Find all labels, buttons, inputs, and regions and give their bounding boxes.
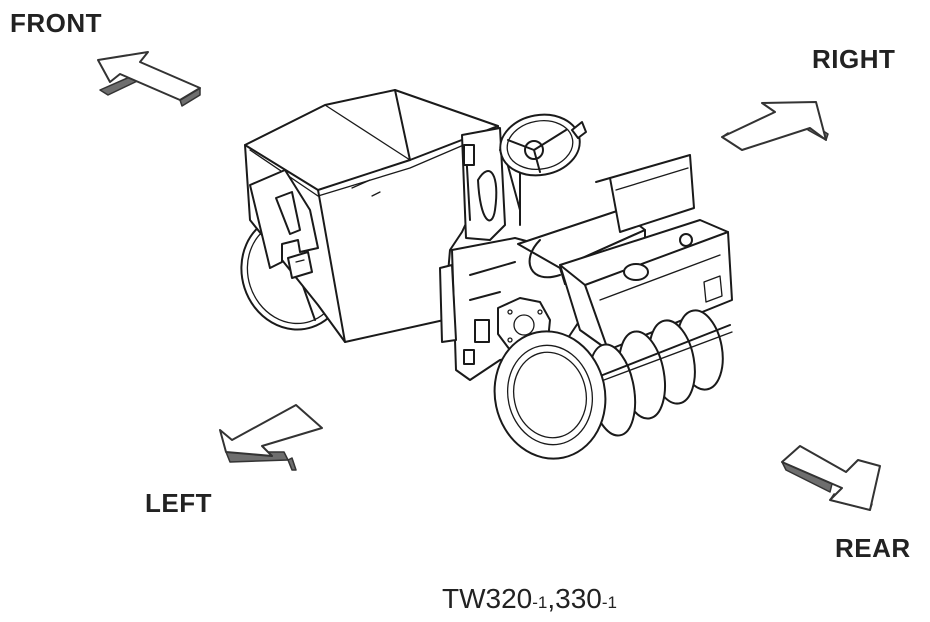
steering-wheel — [499, 113, 587, 177]
model-a: TW320 — [442, 583, 533, 614]
front-label: FRONT — [10, 8, 103, 38]
road-roller-illustration — [240, 89, 733, 460]
model-b: 330 — [555, 583, 602, 614]
drum-bracket — [249, 169, 319, 279]
model-a-suffix: -1 — [532, 593, 548, 612]
right-arrow — [721, 101, 829, 151]
rear-label: REAR — [835, 533, 911, 563]
left-label: LEFT — [145, 488, 212, 518]
front-hood — [244, 89, 501, 343]
caption-separator: , — [547, 583, 556, 614]
model-b-suffix: -1 — [601, 593, 617, 612]
rear-arrow — [781, 445, 881, 511]
left-arrow — [219, 404, 323, 471]
model-caption: TW320-1,330-1 — [442, 583, 617, 615]
front-arrow — [97, 51, 201, 107]
rear-wheel — [493, 330, 607, 460]
engine-box — [559, 219, 733, 351]
right-label: RIGHT — [812, 44, 896, 74]
